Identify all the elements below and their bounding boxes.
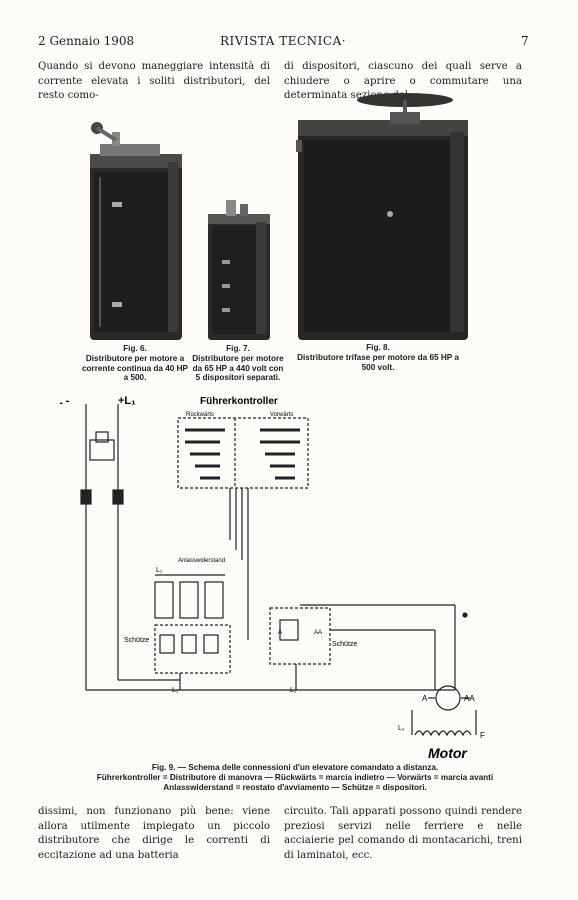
label-f: F	[480, 731, 485, 740]
label-fuehrerkontroller: Führerkontroller	[200, 396, 278, 407]
label-aa-small: AA	[314, 630, 322, 636]
label-rueckwaerts: Rückwärts	[186, 412, 214, 418]
fig7-title: Fig. 7.	[226, 344, 250, 353]
label-a: A	[422, 694, 428, 703]
fig6-caption: Fig. 6. Distributore per motore a corren…	[80, 344, 190, 383]
label-motor: Motor	[428, 745, 468, 760]
header-date: 2 Gennaio 1908	[38, 34, 135, 48]
bottom-text-left: dissimi, non funzionano più bene: viene …	[38, 806, 270, 861]
label-aa: AA	[464, 694, 475, 703]
label-l2-middle: L₂	[290, 687, 297, 694]
bottom-text-right: circuito. Tali apparati possono quindi r…	[284, 806, 522, 861]
fig6-title: Fig. 6.	[123, 344, 147, 353]
label-anlasswiderstand: Anlasswiderstand	[178, 558, 225, 564]
page-number: 7	[521, 34, 529, 48]
distributor-fig6-image	[90, 122, 182, 340]
label-schuetze-left: Schütze	[124, 637, 149, 644]
label-l1: L₁	[156, 567, 163, 574]
label-a-small: A	[278, 630, 282, 636]
fig8-caption-text: Distributore trifase per motore da 65 HP…	[297, 352, 459, 372]
label-plus: +L₁	[118, 395, 136, 407]
label-l2-motor: L₂	[398, 725, 405, 732]
label-l2-left: L₂	[172, 687, 179, 694]
fig9-caption: Fig. 9. — Schema delle connessioni d'un …	[70, 763, 520, 792]
label-vorwaerts: Vorwärts	[270, 412, 293, 418]
top-text-left: Quando si devono maneggiare intensità di…	[38, 61, 270, 101]
circuit-diagram: L - +L₁ Führerkontroller Rückwärts Vorwä…	[60, 395, 485, 760]
fig7-caption-text: Distributore per motore da 65 HP a 440 v…	[192, 353, 284, 383]
fig9-caption-line1: Fig. 9. — Schema delle connessioni d'un …	[151, 763, 439, 772]
distributor-fig8-image	[296, 93, 468, 340]
label-schuetze-right: Schütze	[332, 641, 357, 648]
fig8-title: Fig. 8.	[366, 343, 390, 352]
photo-figures	[90, 93, 468, 340]
fig9-caption-line3: Anlasswiderstand = reostato d'avviamento…	[163, 782, 427, 792]
top-text-right: di dispositori, ciascuno dei quali serve…	[284, 61, 522, 101]
fig8-caption: Fig. 8. Distributore trifase per motore …	[290, 343, 466, 372]
label-minus: L -	[60, 395, 70, 407]
journal-title: RIVISTA TECNICA·	[220, 34, 347, 48]
fig7-caption: Fig. 7. Distributore per motore da 65 HP…	[192, 344, 284, 383]
fig6-caption-text: Distributore per motore a corrente conti…	[81, 353, 188, 383]
distributor-fig7-image	[208, 200, 270, 340]
fig9-caption-line2: Führerkontroller = Distributore di manov…	[96, 772, 494, 782]
